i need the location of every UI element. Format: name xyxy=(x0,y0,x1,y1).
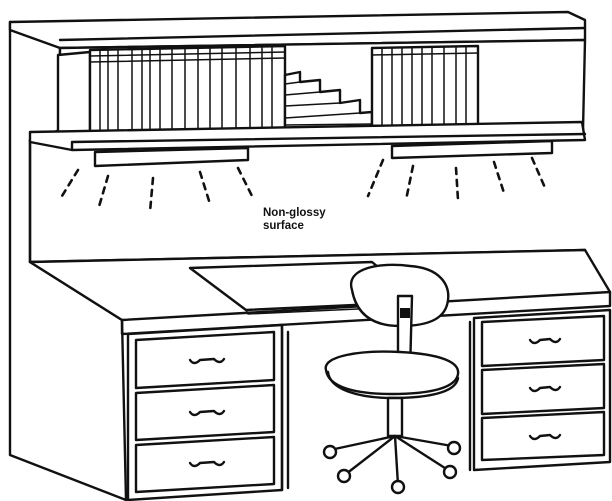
label-line-1: Non-glossy xyxy=(263,207,373,220)
caster xyxy=(324,446,336,458)
right-drawer-1 xyxy=(482,316,604,366)
left-drawer-3 xyxy=(136,437,274,492)
caster xyxy=(448,442,460,454)
caster xyxy=(444,466,456,478)
caster xyxy=(338,470,350,482)
right-drawer-pedestal xyxy=(474,310,610,470)
non-glossy-surface-label: Non-glossy surface xyxy=(263,207,373,233)
left-task-light xyxy=(95,148,248,166)
left-drawer-pedestal xyxy=(128,325,282,500)
chair-seat xyxy=(326,352,458,394)
label-line-2: surface xyxy=(263,220,373,233)
books xyxy=(58,46,478,133)
caster xyxy=(392,481,404,493)
light-rays xyxy=(62,158,546,212)
right-drawer-2 xyxy=(482,364,604,414)
